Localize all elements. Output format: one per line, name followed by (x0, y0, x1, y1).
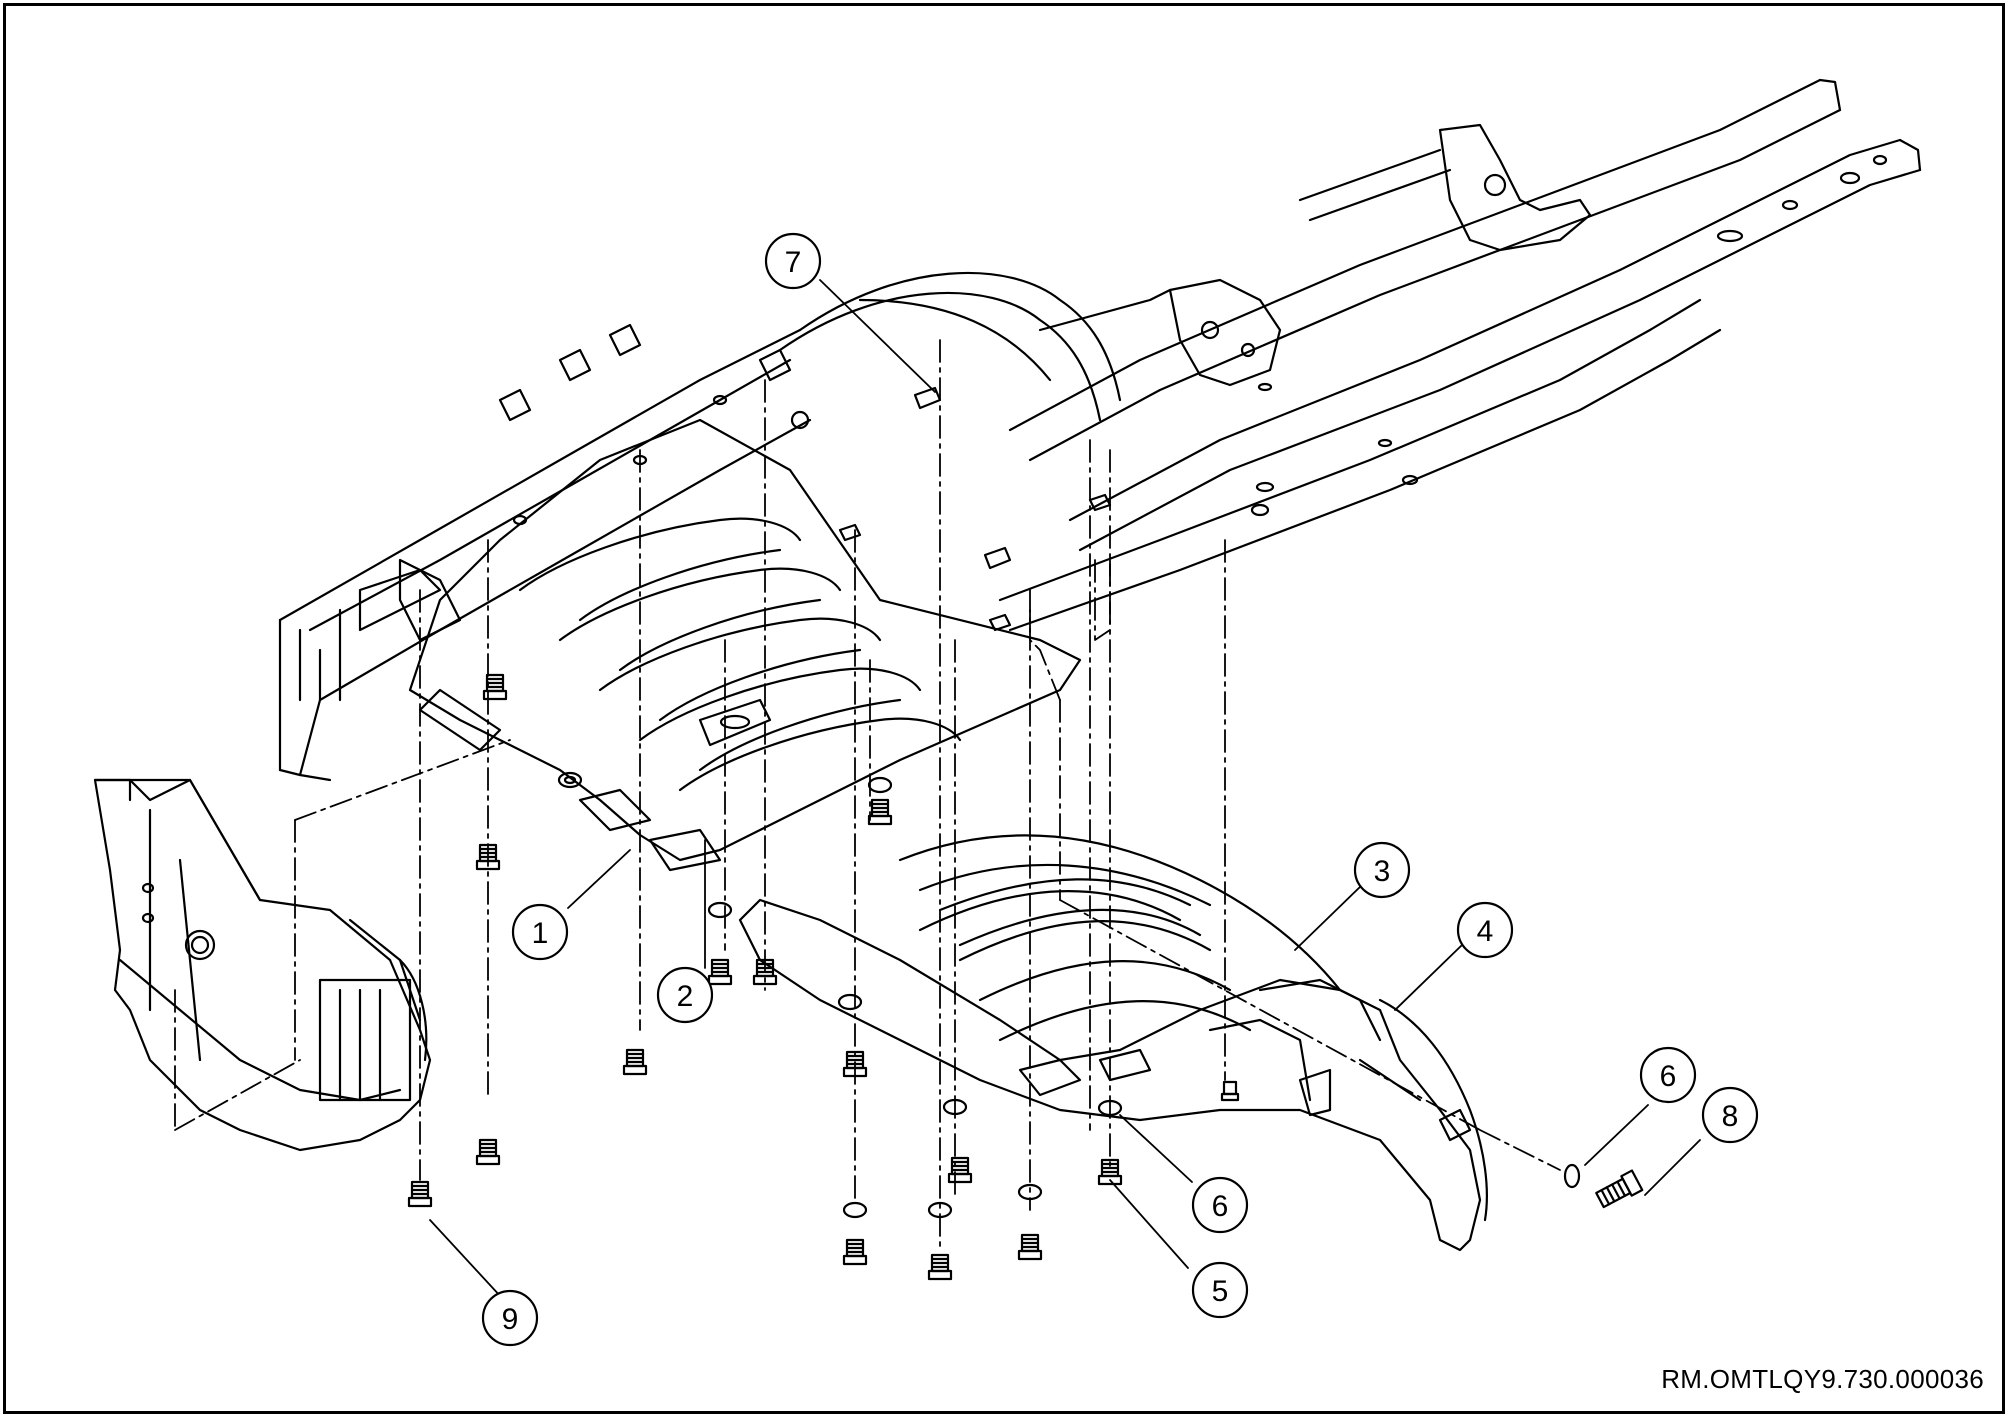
callout-label-5: 5 (1212, 1275, 1229, 1308)
underbody-shield-rear (738, 834, 1488, 1252)
frame-rail-assembly (778, 78, 1922, 632)
washer (1097, 1099, 1123, 1117)
callout-label-3: 3 (1374, 855, 1391, 888)
washer (942, 1098, 968, 1116)
washer (867, 776, 893, 794)
bolt (842, 1238, 868, 1266)
clip-nut (913, 386, 942, 410)
bolt (482, 673, 508, 701)
callout-circles (481, 232, 1759, 1347)
callout-label-6a: 6 (1212, 1190, 1229, 1223)
drawing-reference-code: RM.OMTLQY9.730.000036 (1661, 1364, 1984, 1394)
bolt (622, 1048, 648, 1076)
bolt (1017, 1233, 1043, 1261)
callout-label-7: 7 (785, 246, 802, 279)
washer (1563, 1163, 1581, 1189)
bolt (867, 798, 893, 826)
callout-label-9: 9 (502, 1303, 519, 1336)
fastener-axis-lines (174, 339, 1561, 1251)
stepped-break-lines (1029, 559, 1111, 701)
washer (707, 901, 733, 919)
bolt (842, 1050, 868, 1078)
callout-label-2: 2 (677, 980, 694, 1013)
washer (557, 771, 583, 789)
washer (563, 775, 577, 785)
bolt (475, 843, 501, 871)
fasteners (407, 386, 1644, 1281)
clip-nut (983, 546, 1012, 570)
bolt (407, 1180, 433, 1208)
callout-label-8: 8 (1722, 1100, 1739, 1133)
clip-nut (988, 613, 1012, 632)
clip-nut (1088, 493, 1112, 512)
callout-label-1: 1 (532, 917, 549, 950)
clip-nut (838, 523, 862, 542)
bolt (707, 958, 733, 986)
washer (927, 1201, 953, 1219)
drawing-frame (3, 3, 2005, 1414)
left-side-member (278, 323, 812, 782)
bolt-horizontal (1595, 1169, 1644, 1209)
callout-leaders (429, 279, 1701, 1299)
bolt (1097, 1158, 1123, 1186)
bolt (475, 1138, 501, 1166)
bolt (1220, 1080, 1240, 1102)
callout-label-4: 4 (1477, 915, 1494, 948)
bolt (947, 1156, 973, 1184)
bolt (752, 958, 778, 986)
bolt (927, 1253, 953, 1281)
callout-label-6b: 6 (1660, 1060, 1677, 1093)
washer (842, 1201, 868, 1219)
underbody-shield-front (398, 418, 1082, 872)
body-lower-left (93, 778, 432, 1152)
callout-labels: 1 2 3 4 5 6 6 7 8 9 (502, 246, 1739, 1336)
washer (1017, 1183, 1043, 1201)
washer (837, 993, 863, 1011)
